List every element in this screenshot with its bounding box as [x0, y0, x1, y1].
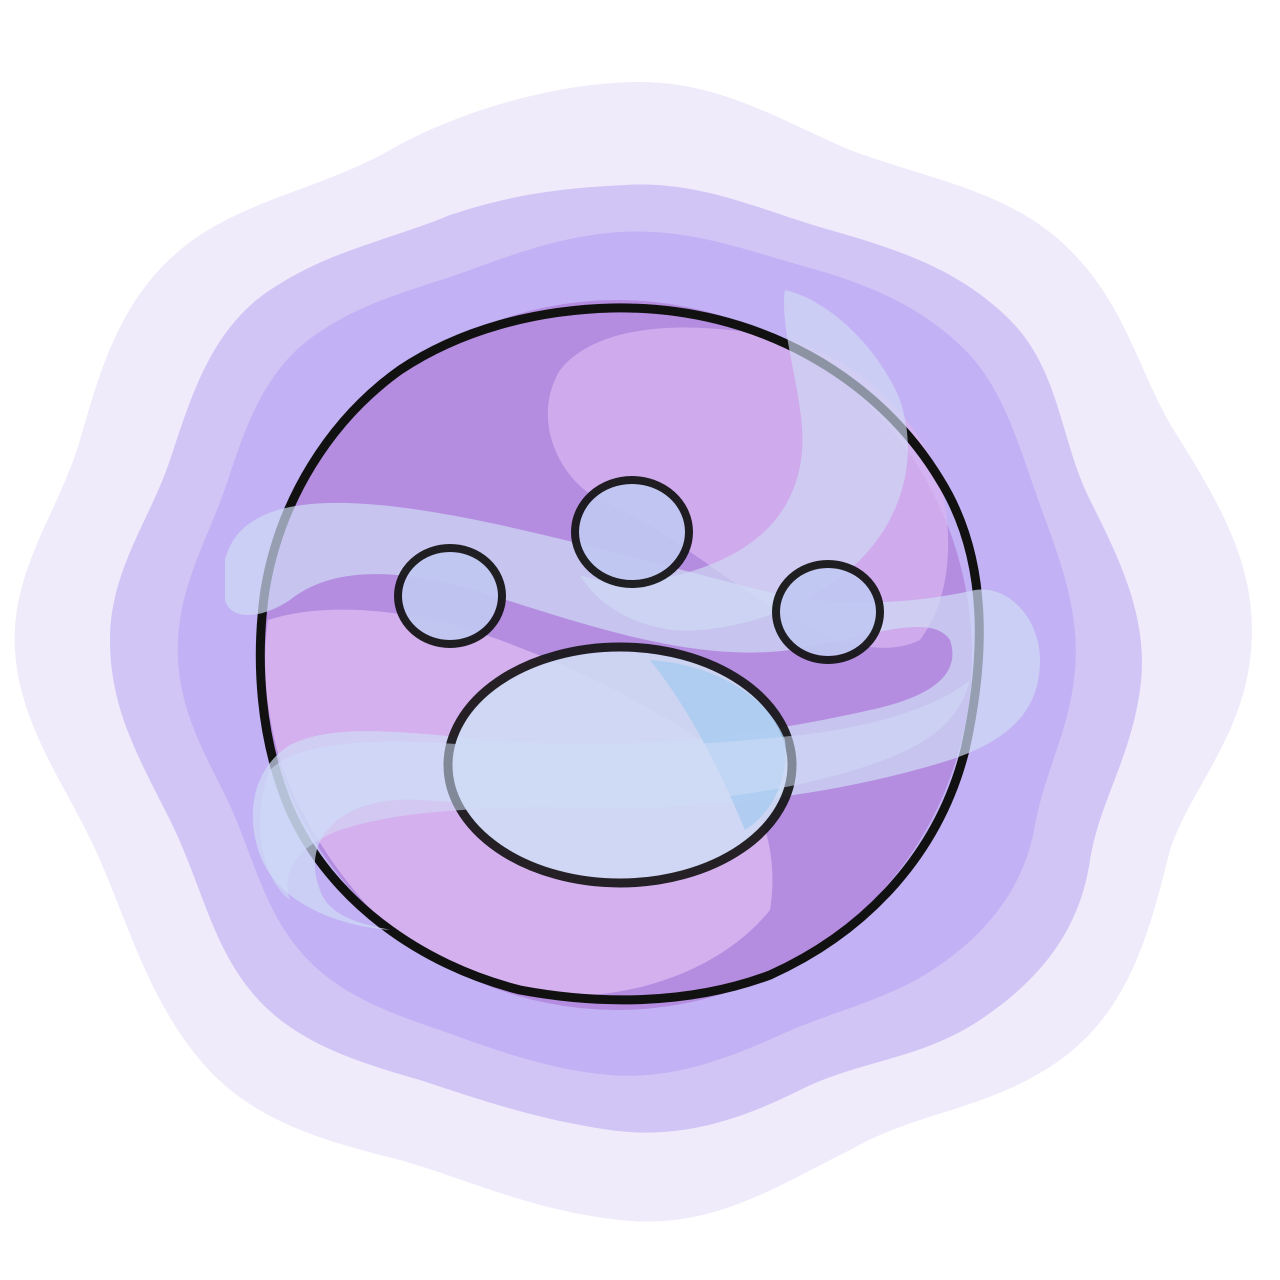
crater-left [394, 544, 506, 648]
crater-right [772, 560, 884, 664]
ring-band-front [260, 680, 971, 900]
crater-top [571, 476, 693, 588]
ring-swirl-right [580, 290, 908, 631]
planet-outline [255, 303, 984, 1005]
